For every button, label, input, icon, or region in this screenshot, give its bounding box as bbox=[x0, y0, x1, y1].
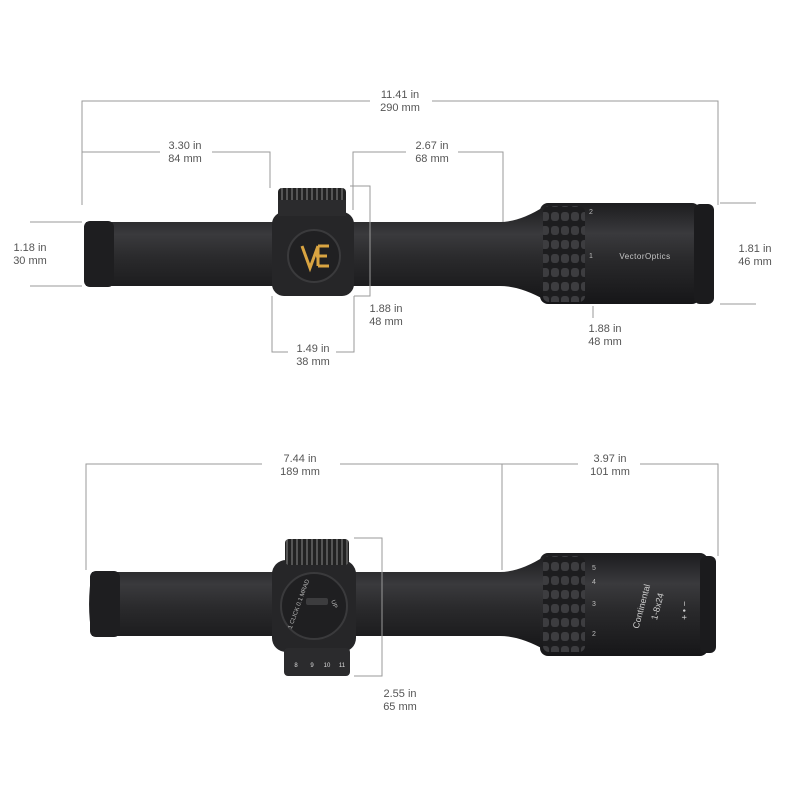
dim-tube-diameter-in: 1.18 in bbox=[13, 242, 47, 254]
dim-eyepiece-mm: 84 mm bbox=[168, 153, 202, 165]
dial-number-9: 9 bbox=[310, 663, 314, 669]
dim-turret-width-left bbox=[271, 296, 288, 353]
top-turret-scale bbox=[278, 200, 346, 216]
dial-number-10: 10 bbox=[323, 663, 331, 669]
bottom-objective-cap bbox=[700, 556, 716, 653]
dim-overall-mm: 290 mm bbox=[380, 102, 420, 114]
brand-text: VectorOptics bbox=[619, 252, 671, 261]
dim-label-turret-height: 1.88 in 48 mm bbox=[369, 303, 403, 329]
power-mark-4: 4 bbox=[592, 579, 596, 586]
dim-turret-height bbox=[350, 185, 371, 297]
dim-front-section-in: 3.97 in bbox=[593, 453, 627, 465]
dim-label-eyepiece: 3.30 in 84 mm bbox=[168, 140, 202, 166]
bottom-zoom-ring bbox=[543, 556, 585, 652]
dim-turret-width-in: 1.49 in bbox=[296, 343, 330, 355]
dim-objective-left bbox=[352, 151, 406, 210]
top-scope bbox=[84, 188, 714, 304]
dim-rear-left bbox=[85, 463, 262, 570]
dim-label-overall: 11.41 in 290 mm bbox=[380, 89, 420, 115]
dim-label-rear-section: 7.44 in 189 mm bbox=[280, 453, 320, 479]
dim-eyepiece-right bbox=[212, 151, 271, 188]
top-objective-cap bbox=[694, 204, 714, 304]
dim-rear-section-mm: 189 mm bbox=[280, 466, 320, 478]
bottom-turret-top-knob bbox=[285, 539, 349, 565]
dim-tube-diameter-mm: 30 mm bbox=[13, 255, 47, 267]
power-mark-3: 3 bbox=[592, 601, 596, 608]
dim-overall-left bbox=[81, 100, 370, 205]
dim-front-right bbox=[640, 463, 719, 556]
bottom-scope bbox=[89, 539, 716, 676]
top-eyepiece-end bbox=[84, 221, 114, 287]
dim-label-front-section: 3.97 in 101 mm bbox=[590, 453, 630, 479]
ring-number-2: 2 bbox=[589, 209, 593, 216]
dim-front-section-mm: 101 mm bbox=[590, 466, 630, 478]
dim-eyepiece-in: 3.30 in bbox=[168, 140, 202, 152]
dim-objective-right bbox=[458, 151, 504, 222]
dim-objective-length-in: 2.67 in bbox=[415, 140, 449, 152]
dim-ocular-diameter-mm: 48 mm bbox=[588, 336, 622, 348]
dim-objective-length-mm: 68 mm bbox=[415, 153, 449, 165]
bottom-side-turret bbox=[280, 572, 348, 640]
dim-label-objective-length: 2.67 in 68 mm bbox=[415, 140, 449, 166]
dim-turret-protrusion-in: 2.55 in bbox=[383, 688, 417, 700]
dial-number-8: 8 bbox=[294, 663, 298, 669]
ve-logo-icon bbox=[300, 244, 329, 273]
dim-turret-height-mm: 48 mm bbox=[369, 316, 403, 328]
turret-slot bbox=[306, 598, 328, 605]
dim-label-turret-width: 1.49 in 38 mm bbox=[296, 343, 330, 369]
power-mark-2: 2 bbox=[592, 631, 596, 638]
dim-objective-diameter-in: 1.81 in bbox=[738, 243, 772, 255]
dim-turret-protrusion bbox=[354, 537, 383, 677]
dim-turret-height-in: 1.88 in bbox=[369, 303, 403, 315]
dim-label-ocular-diameter: 1.88 in 48 mm bbox=[588, 323, 622, 349]
dim-turret-width-right bbox=[336, 296, 355, 353]
dim-label-objective-diameter: 1.81 in 46 mm bbox=[738, 243, 772, 269]
bottom-turret-bottom-knob bbox=[284, 648, 350, 676]
dim-ocular-diameter-in: 1.88 in bbox=[588, 323, 622, 335]
dim-turret-protrusion-mm: 65 mm bbox=[383, 701, 417, 713]
dim-rear-right bbox=[340, 463, 503, 570]
plus-minus-mark: + • − bbox=[679, 601, 690, 620]
top-zoom-ring bbox=[543, 206, 585, 302]
bottom-eyepiece-end bbox=[90, 571, 120, 637]
dim-overall-in: 11.41 in bbox=[380, 89, 420, 101]
dim-label-tube-diameter: 1.18 in 30 mm bbox=[13, 242, 47, 268]
dimension-lines bbox=[30, 100, 756, 677]
dim-turret-width-mm: 38 mm bbox=[296, 356, 330, 368]
power-mark-5: 5 bbox=[592, 565, 596, 572]
dim-label-turret-protrusion: 2.55 in 65 mm bbox=[383, 688, 417, 714]
dim-objective-diameter-mm: 46 mm bbox=[738, 256, 772, 268]
ring-number-1: 1 bbox=[589, 253, 593, 260]
dial-number-11: 11 bbox=[338, 663, 346, 669]
dim-rear-section-in: 7.44 in bbox=[283, 453, 317, 465]
dim-overall-right bbox=[432, 100, 719, 205]
